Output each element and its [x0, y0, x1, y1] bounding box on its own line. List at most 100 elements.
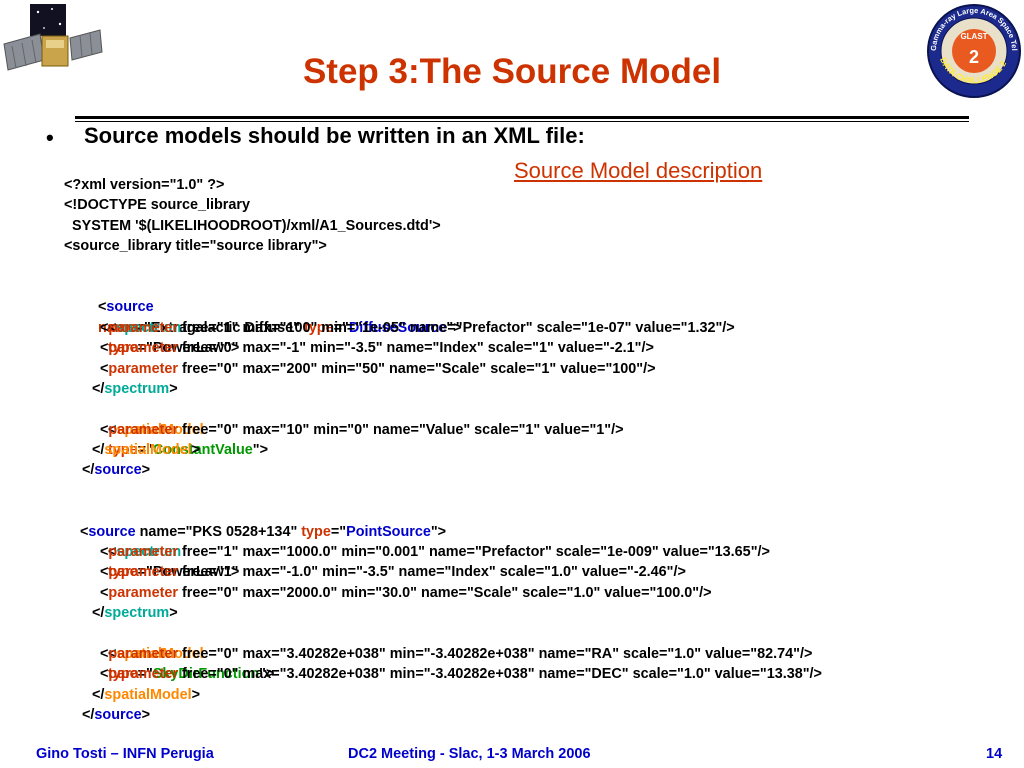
xml-tag: spatialModel — [104, 686, 192, 703]
xml-tag: parameter — [108, 564, 178, 581]
xml-tag: parameter — [108, 421, 178, 438]
xml-tag: source — [94, 462, 142, 479]
code-line-parameter: <parameter free="0" max="2000.0" min="30… — [100, 584, 712, 601]
code-token: > — [169, 380, 178, 397]
xml-tag: spatialModel — [116, 421, 204, 438]
glast-dc2-logo-icon: Gamma-ray Large Area Space Telescope DAT… — [926, 3, 1021, 98]
code-token: > — [169, 605, 178, 622]
code-token: "> — [446, 319, 462, 336]
code-token: free="0" max="2000.0" min="30.0" name="S… — [178, 584, 712, 601]
xml-tag: source — [106, 299, 154, 316]
xml-attr: type — [304, 319, 334, 336]
logo-center-text: GLAST — [960, 32, 987, 41]
code-token: free="0" max="10" min="0" name="Value" s… — [178, 421, 624, 438]
code-token: free="0" max="200" min="50" name="Scale"… — [178, 360, 656, 377]
xml-tag: spatialModel — [104, 442, 192, 459]
xml-value: PointSource — [346, 523, 431, 540]
code-token: </ — [82, 462, 95, 479]
code-line-spectrum-close: </spectrum> — [64, 603, 822, 623]
xml-tag: parameter — [108, 319, 178, 336]
xml-tag: parameter — [108, 666, 178, 683]
xml-tag: spectrum — [104, 380, 170, 397]
code-line-spatial-open: <spatialModel type="ConstantValue"> — [64, 399, 822, 458]
code-token: > — [141, 462, 151, 479]
code-token: free="1" max="-1.0" min="-3.5" name="Ind… — [178, 564, 686, 581]
xml-tag: parameter — [108, 645, 178, 662]
xml-tag: source — [94, 707, 142, 724]
xml-attr: name — [98, 319, 136, 336]
bullet-text: Source models should be written in an XM… — [84, 123, 585, 148]
xml-tag: parameter — [108, 544, 178, 561]
bullet-marker: • — [46, 125, 54, 150]
code-line-parameter: <parameter free="1" max="100" min="1e-05… — [100, 319, 735, 336]
code-line-parameter: <parameter free="1" max="1000.0" min="0.… — [100, 544, 770, 561]
code-token: ="PowerLaw"> — [137, 564, 240, 581]
code-token: free="0" max="3.40282e+038" min="-3.4028… — [178, 645, 813, 662]
code-token: > — [141, 707, 151, 724]
xml-code-block: <?xml version="1.0" ?> <!DOCTYPE source_… — [64, 175, 822, 726]
code-line-source-open: <source name="Extragalactic Diffuse" typ… — [64, 277, 822, 335]
xml-tag: spectrum — [116, 544, 182, 561]
code-token: > — [191, 442, 200, 459]
code-token: </ — [92, 605, 105, 622]
code-token: "> — [252, 442, 269, 459]
xml-attr: type — [108, 666, 138, 683]
xml-attr: type — [108, 340, 138, 357]
code-token: < — [80, 523, 89, 540]
code-line: <?xml version="1.0" ?> — [64, 177, 225, 193]
code-token: "> — [430, 523, 447, 540]
code-blank-line — [64, 257, 822, 277]
code-token: < — [98, 299, 107, 316]
code-line-spectrum-open: <spectrum type="PowerLaw"> — [64, 297, 822, 356]
xml-value: ConstantValue — [152, 442, 253, 459]
xml-value: SkyDirFunction — [152, 666, 260, 683]
code-line-spatial-close: </spatialModel> — [64, 440, 822, 460]
code-line-parameter: <parameter free="0" max="3.40282e+038" m… — [100, 666, 822, 683]
slide-title: Step 3:The Source Model — [302, 52, 722, 91]
code-token: =" — [137, 666, 153, 683]
code-token: </ — [92, 686, 105, 703]
code-token: =" — [137, 442, 153, 459]
source-model-description-link[interactable]: Source Model description — [514, 158, 763, 183]
code-line: <source_library title="source library"> — [64, 238, 327, 255]
xml-attr: type — [108, 442, 138, 459]
xml-tag: source — [88, 523, 136, 540]
code-line-parameter: <parameter free="1" max="-1.0" min="-3.5… — [100, 564, 686, 581]
code-token: ="Extragalactic Diffuse" — [135, 319, 305, 336]
code-blank-line — [64, 481, 822, 501]
code-token: </ — [92, 442, 105, 459]
xml-attr: type — [108, 564, 138, 581]
title-rule-thin — [75, 121, 969, 122]
code-token: free="0" max="-1" min="-3.5" name="Index… — [178, 340, 654, 357]
xml-attr: type — [301, 523, 331, 540]
xml-tag: spectrum — [116, 319, 182, 336]
code-token: free="1" max="100" min="1e-05" name="Pre… — [178, 319, 735, 336]
code-line-spectrum-open: <spectrum type="PowerLaw"> — [64, 522, 822, 580]
code-token: < — [108, 319, 117, 336]
code-token: </ — [92, 380, 105, 397]
code-token: =" — [333, 319, 349, 336]
xml-tag: parameter — [108, 584, 178, 601]
code-line-parameter: <parameter free="0" max="10" min="0" nam… — [100, 421, 624, 438]
code-token: < — [108, 646, 117, 662]
code-line-spatial-open: <spatialModel type="SkyDirFunction"> — [64, 624, 822, 682]
code-token: free="1" max="1000.0" min="0.001" name="… — [178, 544, 770, 561]
code-token: =" — [330, 523, 347, 540]
code-token: < — [108, 544, 117, 561]
xml-tag: spectrum — [104, 605, 170, 622]
code-token: > — [191, 686, 200, 703]
code-token: ="PowerLaw"> — [137, 340, 240, 357]
code-line: SYSTEM '$(LIKELIHOODROOT)/xml/A1_Sources… — [64, 217, 441, 234]
code-token: </ — [82, 707, 95, 724]
satellite-icon — [3, 4, 103, 71]
footer-author: Gino Tosti – INFN Perugia — [36, 746, 214, 762]
code-line-source-open: <source name="PKS 0528+134" type="PointS… — [64, 501, 822, 540]
code-line-spectrum-close: </spectrum> — [64, 379, 822, 399]
code-line-source-close: </source> — [64, 460, 822, 480]
code-line-source-close: </source> — [64, 705, 822, 725]
code-line-parameter: <parameter free="0" max="3.40282e+038" m… — [100, 645, 813, 662]
page-number: 14 — [986, 746, 1003, 762]
code-token: "> — [259, 666, 275, 683]
code-line: <!DOCTYPE source_library — [64, 197, 250, 214]
code-line-parameter: <parameter free="0" max="-1" min="-3.5" … — [100, 340, 654, 357]
